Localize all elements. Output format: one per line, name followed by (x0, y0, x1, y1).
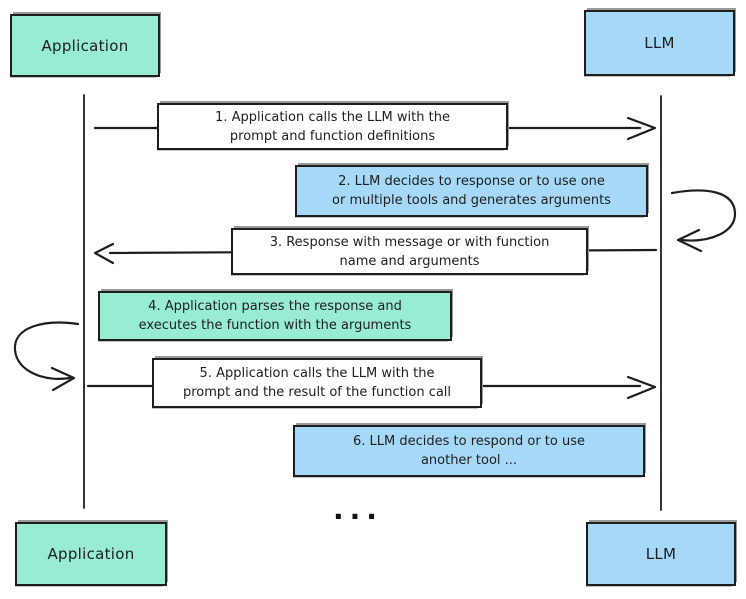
actor-application-top-label: Application (41, 36, 129, 55)
message-3-label: 3. Response with message or with functio… (231, 228, 588, 275)
message-1-line-2: prompt and function definitions (229, 128, 436, 144)
message-5-line-2: prompt and the result of the function ca… (182, 385, 452, 400)
actor-llm-top: LLM (584, 10, 735, 76)
message-5-label: 5. Application calls the LLM with the pr… (152, 358, 482, 408)
message-2-label: 2. LLM decides to response or to use one… (295, 165, 648, 217)
actor-llm-bottom-label: LLM (645, 545, 677, 563)
message-4-line-2: executes the function with the arguments (138, 318, 412, 333)
message-3-arrowhead (93, 242, 115, 265)
llm-self-loop-arrowhead (676, 228, 703, 253)
actor-application-bottom: Application (15, 522, 167, 586)
message-1-line-1: 1. Application calls the LLM with the (215, 109, 450, 125)
message-5-line-1: 5. Application calls the LLM with the (199, 366, 435, 381)
application-self-loop-arrow (13, 321, 80, 380)
actor-llm-top-label: LLM (644, 34, 675, 52)
message-3-line-2: name and arguments (339, 253, 480, 269)
llm-self-loop-arrow (670, 189, 737, 242)
message-6-line-1: 6. LLM decides to respond or to use (352, 434, 585, 449)
message-1-arrowhead (626, 116, 657, 141)
message-5-arrowhead (626, 375, 657, 400)
message-2-line-2: or multiple tools and generates argument… (332, 193, 611, 208)
message-4-line-1: 4. Application parses the response and (148, 299, 402, 314)
application-self-loop-arrowhead (50, 366, 76, 392)
actor-application-bottom-label: Application (47, 545, 135, 563)
actor-application-top: Application (10, 14, 160, 77)
message-1-label: 1. Application calls the LLM with the pr… (157, 103, 508, 150)
message-3-line-1: 3. Response with message or with functio… (269, 234, 550, 250)
message-6-line-2: another tool ... (420, 453, 518, 468)
message-6-label: 6. LLM decides to respond or to use anot… (293, 425, 645, 477)
continuation-ellipsis: ... (333, 493, 383, 526)
actor-llm-bottom: LLM (586, 522, 736, 586)
message-2-line-1: 2. LLM decides to response or to use one (338, 174, 605, 189)
message-4-label: 4. Application parses the response and e… (98, 291, 452, 341)
